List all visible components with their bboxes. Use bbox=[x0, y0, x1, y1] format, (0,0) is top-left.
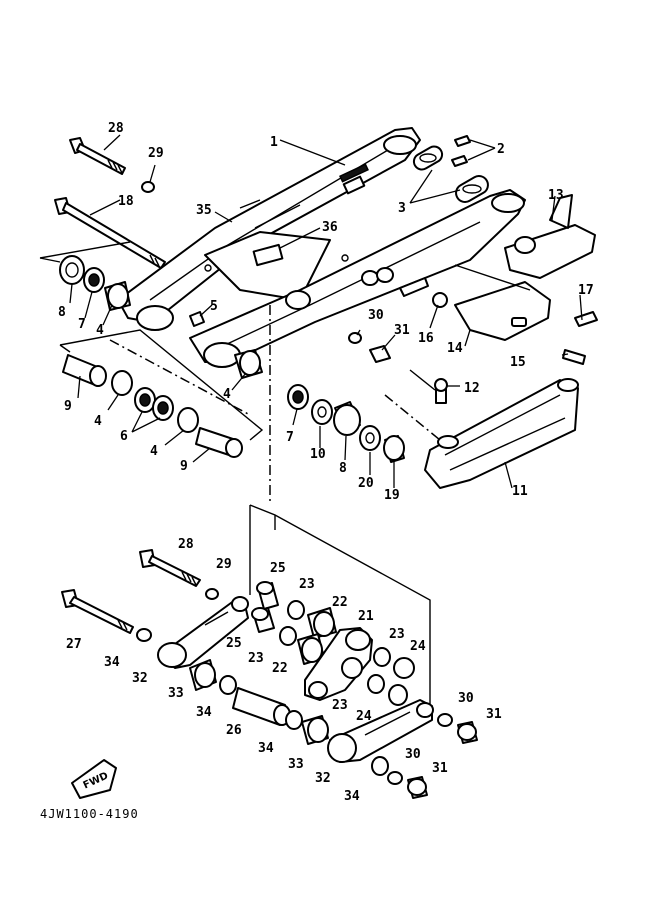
callout-28a: 28 bbox=[108, 121, 124, 136]
callout-2: 2 bbox=[497, 142, 505, 157]
callout-labels: 1 2 3 4 4 4 4 5 6 7 7 8 8 9 9 10 11 12 1… bbox=[58, 121, 594, 804]
callout-34b: 34 bbox=[196, 705, 212, 720]
callout-33b: 33 bbox=[288, 757, 304, 772]
callout-30b: 30 bbox=[458, 691, 474, 706]
callout-31c: 31 bbox=[432, 761, 448, 776]
callout-20: 20 bbox=[358, 476, 374, 491]
callout-8b: 8 bbox=[339, 461, 347, 476]
callout-16: 16 bbox=[418, 331, 434, 346]
callout-1: 1 bbox=[270, 135, 278, 150]
callout-13: 13 bbox=[548, 188, 564, 203]
leader-lines bbox=[69, 134, 583, 489]
callout-36: 36 bbox=[322, 220, 338, 235]
callout-7a: 7 bbox=[78, 317, 86, 332]
callout-17: 17 bbox=[578, 283, 594, 298]
callout-30c: 30 bbox=[405, 747, 421, 762]
callout-24b: 24 bbox=[356, 709, 372, 724]
callout-23b: 23 bbox=[248, 651, 264, 666]
callout-11: 11 bbox=[512, 484, 528, 499]
bushings-left bbox=[59, 255, 263, 458]
callout-23c: 23 bbox=[389, 627, 405, 642]
callout-9a: 9 bbox=[64, 399, 72, 414]
callout-31b: 31 bbox=[486, 707, 502, 722]
callout-4d: 4 bbox=[150, 444, 158, 459]
callout-35: 35 bbox=[196, 203, 212, 218]
callout-22b: 22 bbox=[272, 661, 288, 676]
callout-33a: 33 bbox=[168, 686, 184, 701]
callout-6: 6 bbox=[120, 429, 128, 444]
forward-direction-arrow: FWD bbox=[71, 759, 117, 799]
callout-32a: 32 bbox=[132, 671, 148, 686]
chain-slider bbox=[424, 378, 579, 489]
callout-32b: 32 bbox=[315, 771, 331, 786]
assembly-frames bbox=[39, 241, 531, 712]
callout-22a: 22 bbox=[332, 595, 348, 610]
callout-8a: 8 bbox=[58, 305, 66, 320]
pivot-bolts bbox=[54, 137, 166, 269]
callout-30a: 30 bbox=[368, 308, 384, 323]
callout-7b: 7 bbox=[286, 430, 294, 445]
callout-23a: 23 bbox=[299, 577, 315, 592]
chain-adjuster-plates bbox=[412, 135, 489, 203]
callout-18: 18 bbox=[118, 194, 134, 209]
callout-12: 12 bbox=[464, 381, 480, 396]
callout-28b: 28 bbox=[178, 537, 194, 552]
callout-29a: 29 bbox=[148, 146, 164, 161]
callout-15: 15 bbox=[510, 355, 526, 370]
callout-23d: 23 bbox=[332, 698, 348, 713]
callout-10: 10 bbox=[310, 447, 326, 462]
catalog-code: 4JW1100-4190 bbox=[40, 807, 139, 821]
callout-4c: 4 bbox=[94, 414, 102, 429]
callout-5: 5 bbox=[210, 299, 218, 314]
callout-19: 19 bbox=[384, 488, 400, 503]
callout-24a: 24 bbox=[410, 639, 426, 654]
callout-4b: 4 bbox=[223, 387, 231, 402]
callout-25a: 25 bbox=[270, 561, 286, 576]
callout-3: 3 bbox=[398, 201, 406, 216]
callout-29b: 29 bbox=[216, 557, 232, 572]
swingarm bbox=[117, 127, 526, 368]
callout-14: 14 bbox=[447, 341, 463, 356]
linkage-assembly bbox=[61, 549, 478, 799]
callout-31a: 31 bbox=[394, 323, 410, 338]
callout-25b: 25 bbox=[226, 636, 242, 651]
callout-34a: 34 bbox=[104, 655, 120, 670]
callout-34c: 34 bbox=[258, 741, 274, 756]
callout-21: 21 bbox=[358, 609, 374, 624]
callout-4a: 4 bbox=[96, 323, 104, 338]
bushings-right bbox=[287, 332, 405, 463]
callout-34d: 34 bbox=[344, 789, 360, 804]
callout-26: 26 bbox=[226, 723, 242, 738]
callout-9b: 9 bbox=[180, 459, 188, 474]
chain-guide bbox=[432, 194, 598, 365]
callout-27: 27 bbox=[66, 637, 82, 652]
